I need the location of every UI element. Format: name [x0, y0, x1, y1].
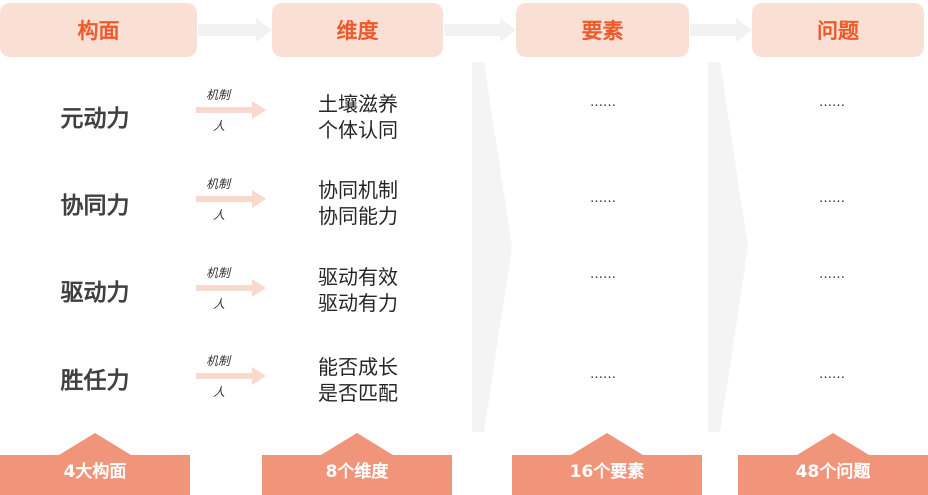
- questions-ellipsis: ……: [819, 95, 845, 110]
- pink-arrow-icon: [196, 367, 266, 385]
- dimension-pair: 协同机制 协同能力: [298, 177, 418, 229]
- header-arrow-icon: [198, 18, 272, 42]
- link-mechanism-label: 机制: [206, 354, 231, 368]
- footer-shape-dimension: [262, 433, 452, 495]
- facet-label: 胜任力: [60, 368, 130, 394]
- questions-ellipsis: ……: [819, 191, 845, 206]
- pink-arrow-icon: [196, 279, 266, 297]
- mechanism-people-link: 机制 人: [196, 264, 268, 312]
- footer-label-question: 48个问题: [795, 462, 871, 482]
- questions-ellipsis: ……: [819, 267, 845, 282]
- link-people-label: 人: [213, 385, 226, 399]
- header-arrow-icon: [690, 18, 752, 42]
- header-dimension: 维度: [272, 3, 443, 57]
- facet-label: 驱动力: [60, 280, 130, 306]
- footer-shape-question: [738, 433, 928, 495]
- header-question-label: 问题: [817, 19, 859, 43]
- facet-label: 元动力: [60, 106, 130, 132]
- dimension-pair: 土壤滋养 个体认同: [298, 91, 418, 143]
- header-arrow-icon: [444, 18, 516, 42]
- elements-ellipsis: ……: [590, 95, 616, 110]
- link-people-label: 人: [213, 208, 226, 222]
- footer-shape-element: [512, 433, 702, 495]
- footer-label-facet: 4大构面: [63, 462, 127, 482]
- dimension-item: 能否成长: [318, 355, 398, 379]
- mechanism-people-link: 机制 人: [196, 86, 268, 134]
- dimension-item: 土壤滋养: [318, 92, 398, 116]
- link-mechanism-label: 机制: [206, 88, 231, 102]
- dimension-item: 是否匹配: [318, 381, 398, 405]
- dimension-pair: 能否成长 是否匹配: [298, 354, 418, 406]
- header-facet: 构面: [0, 3, 197, 57]
- facet-label: 协同力: [60, 193, 130, 219]
- link-mechanism-label: 机制: [206, 266, 231, 280]
- header-element-label: 要素: [581, 19, 624, 43]
- pink-arrow-icon: [196, 101, 266, 119]
- pink-arrow-icon: [196, 190, 266, 208]
- footer-label-element: 16个要素: [569, 462, 645, 482]
- dimension-pair: 驱动有效 驱动有力: [298, 264, 418, 316]
- footer-shape-facet: [0, 433, 190, 495]
- mechanism-people-link: 机制 人: [196, 352, 268, 400]
- dimension-item: 驱动有力: [318, 291, 398, 315]
- dimension-item: 驱动有效: [318, 265, 398, 289]
- dimension-item: 协同机制: [318, 178, 398, 202]
- link-mechanism-label: 机制: [206, 177, 231, 191]
- footer-label-dimension: 8个维度: [325, 462, 389, 482]
- header-question: 问题: [752, 3, 924, 57]
- large-chevron-icon: [708, 62, 748, 432]
- link-people-label: 人: [213, 119, 226, 133]
- dimension-item: 协同能力: [318, 204, 398, 228]
- header-facet-label: 构面: [77, 19, 120, 43]
- header-dimension-label: 维度: [336, 19, 379, 43]
- header-element: 要素: [516, 3, 689, 57]
- large-chevron-icon: [472, 62, 512, 432]
- elements-ellipsis: ……: [590, 191, 616, 206]
- elements-ellipsis: ……: [590, 267, 616, 282]
- dimension-item: 个体认同: [318, 118, 398, 142]
- mechanism-people-link: 机制 人: [196, 175, 268, 223]
- elements-ellipsis: ……: [590, 367, 616, 382]
- questions-ellipsis: ……: [819, 367, 845, 382]
- link-people-label: 人: [213, 297, 226, 311]
